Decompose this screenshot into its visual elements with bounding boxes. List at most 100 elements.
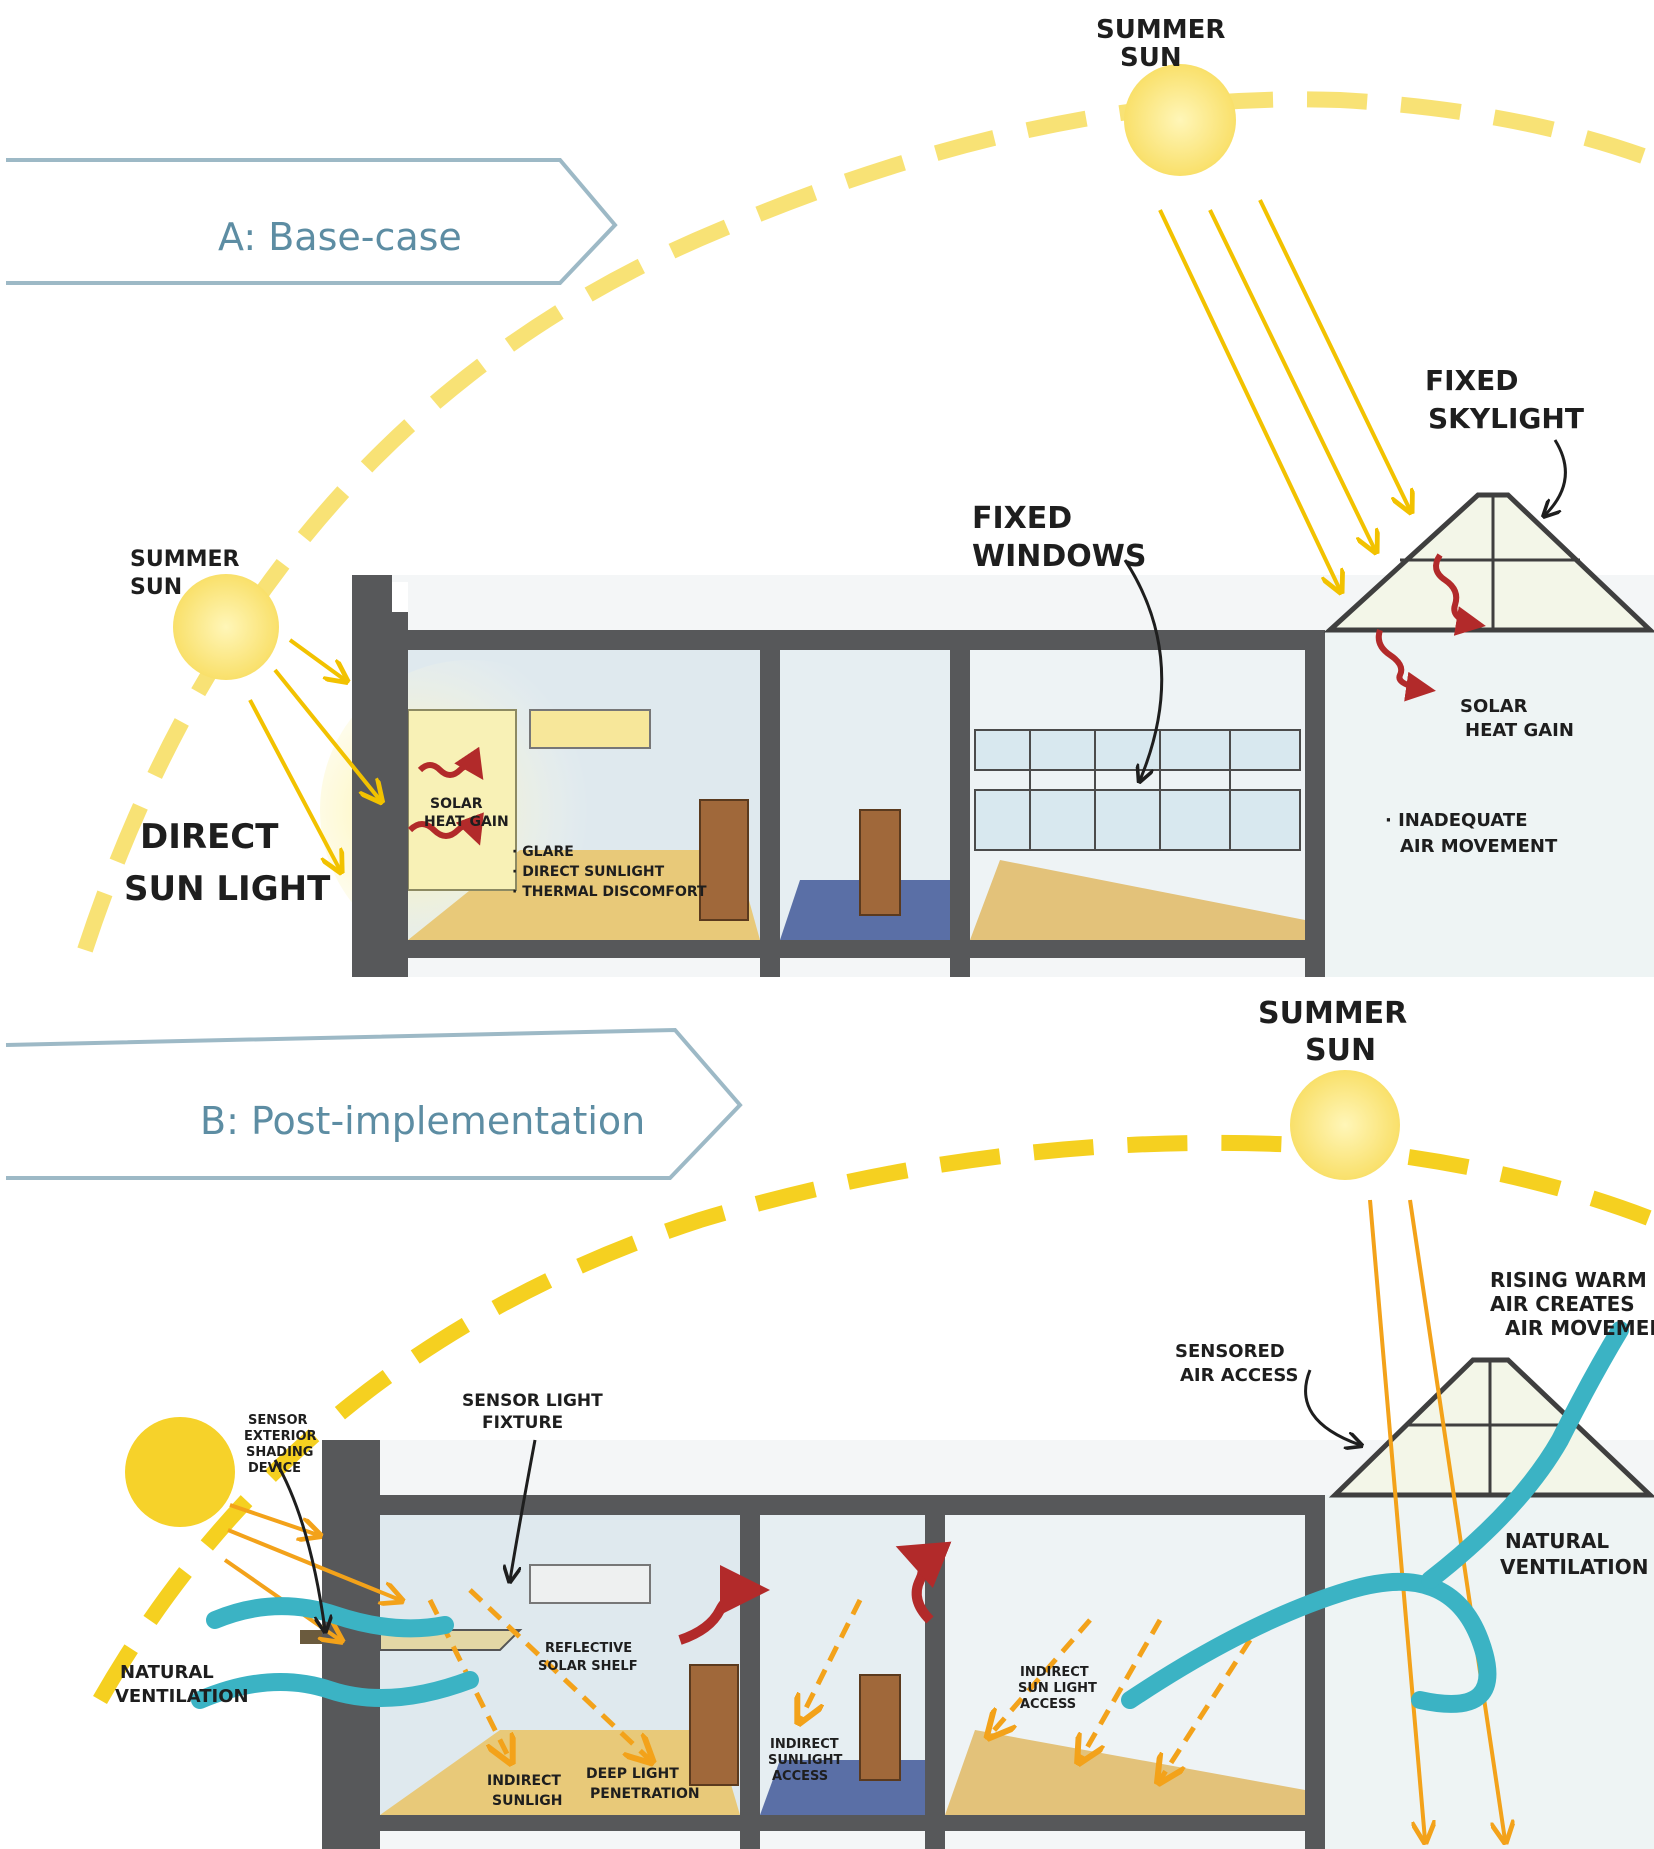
inadequate-air-line1: · INADEQUATE	[1385, 810, 1528, 831]
skylight-a	[1323, 492, 1654, 633]
sun-path-b	[93, 1134, 1654, 1704]
sensor-light-line2: FIXTURE	[482, 1413, 563, 1433]
summer-sun-left-a	[173, 574, 279, 680]
indirect-mid-line2: SUNLIGHT	[768, 1753, 842, 1768]
skylight-b	[1328, 1357, 1654, 1498]
solar-heat-room-line2: HEAT GAIN	[424, 814, 509, 830]
door-1-a	[699, 799, 749, 921]
svg-text:SUMMER SUN: SUMMER SUN	[1096, 15, 1234, 73]
title-b: B: Post-implementation	[200, 1099, 645, 1143]
fixed-skylight-line2: SKYLIGHT	[1428, 402, 1584, 435]
summer-sun-left-b	[125, 1417, 235, 1527]
sun-top-a-line1: SUMMER	[1096, 15, 1225, 45]
panel-a: A: Base-case	[6, 15, 1654, 977]
floor-3-a	[970, 860, 1305, 940]
svg-text:SOLAR HEAT GAIN: SOLAR HEAT GAIN	[1460, 696, 1574, 741]
vent-left-line1: NATURAL	[120, 1662, 214, 1683]
svg-text:INDIRECT SUNLIGHT: INDIRECT SUNLIGHT ACCESS	[768, 1737, 847, 1784]
svg-text:SENSORED AIR ACCESS: SENSORED AIR ACCESS	[1175, 1341, 1299, 1386]
sun-left-a-line1: SUMMER	[130, 547, 240, 572]
shading-line3: SHADING	[246, 1445, 313, 1460]
vent-right-line2: VENTILATION	[1500, 1555, 1648, 1579]
panel-b: B: Post-implementation	[5, 996, 1654, 1849]
labels-a: SUMMER SUN SUMMER SUN DIRECT SUN LIGHT F…	[124, 15, 1584, 909]
title-banner-a	[6, 158, 618, 285]
issue-direct-sunlight: · DIRECT SUNLIGHT	[512, 864, 665, 880]
rising-air-line1: RISING WARM	[1490, 1268, 1647, 1292]
shading-line2: EXTERIOR	[244, 1429, 317, 1444]
sensor-light-line1: SENSOR LIGHT	[462, 1391, 603, 1411]
pointer-arrows-b	[273, 1369, 1360, 1630]
sensored-air-line2: AIR ACCESS	[1180, 1365, 1299, 1386]
door-1-b	[689, 1664, 739, 1786]
sun-path-a	[77, 91, 1654, 953]
title-a: A: Base-case	[218, 215, 462, 259]
indirect-right-line1: INDIRECT	[1020, 1665, 1089, 1680]
shelf-line2: SOLAR SHELF	[538, 1659, 638, 1674]
shading-line1: SENSOR	[248, 1413, 308, 1428]
solar-heat-sky-line2: HEAT GAIN	[1465, 720, 1574, 741]
svg-text:SENSOR EXTERIOR: SENSOR EXTERIOR SHADING DEVICE	[244, 1413, 321, 1476]
building-section-a	[320, 492, 1654, 977]
svg-text:SUMMER SUN: SUMMER SUN	[130, 547, 247, 600]
heat-gain-arrows-a	[407, 553, 1486, 846]
direct-sunlight-line2: SUN LIGHT	[124, 869, 331, 909]
svg-text:FIXED WINDOWS: FIXED WINDOWS	[972, 501, 1146, 574]
summer-sun-top-a	[1124, 64, 1236, 176]
inadequate-air-line2: AIR MOVEMENT	[1400, 836, 1558, 857]
sun-top-b-line2: SUN	[1305, 1033, 1376, 1068]
svg-text:INDIRECT SUNLIGH: INDIRECT SUNLIGH	[487, 1773, 566, 1809]
svg-text:SUMMER SUN: SUMMER SUN	[1258, 996, 1418, 1068]
indirect-right-line3: ACCESS	[1020, 1697, 1076, 1712]
exterior-window-a	[407, 709, 517, 891]
svg-text:· INADEQUATE AIR MOVEM: · INADEQUATE AIR MOVEMENT	[1385, 810, 1558, 857]
indirect-1-line2: SUNLIGH	[492, 1793, 563, 1809]
solar-heat-sky-line1: SOLAR	[1460, 696, 1528, 717]
svg-text:DIRECT SUN LIGHT: DIRECT SUN LIGHT	[124, 817, 331, 909]
sun-top-a-line2: SUN	[1120, 43, 1182, 73]
vent-right-line1: NATURAL	[1505, 1529, 1609, 1553]
ventilation-ribbons	[191, 1321, 1629, 1713]
warm-air-arrows-b	[678, 1541, 952, 1645]
floor-3-b	[945, 1730, 1305, 1815]
ceiling-light-a	[529, 709, 651, 749]
fixed-skylight-line1: FIXED	[1425, 364, 1519, 397]
direct-sunlight-line1: DIRECT	[140, 817, 279, 857]
svg-text:FIXED SKYLIGHT: FIXED SKYLIGHT	[1425, 364, 1584, 435]
svg-text:· GLARE · DIRECT SUNLI: · GLARE · DIRECT SUNLIGHT · THERMAL DISC…	[512, 844, 707, 900]
svg-text:RISING WARM AIR CREATE: RISING WARM AIR CREATES AIR MOVEMENT	[1490, 1268, 1654, 1340]
shelf-line1: REFLECTIVE	[545, 1641, 632, 1656]
labels-b: SUMMER SUN SENSOR EXTERIOR SHADING DEVIC…	[115, 996, 1654, 1809]
svg-text:DEEP LIGHT PENETRATION: DEEP LIGHT PENETRATION	[586, 1766, 700, 1802]
sun-rays-top-a	[1158, 199, 1410, 590]
shading-line4: DEVICE	[248, 1461, 301, 1476]
door-2-a	[859, 809, 901, 916]
solar-heat-room-line1: SOLAR	[430, 796, 483, 812]
vent-left-line2: VENTILATION	[115, 1686, 249, 1707]
indirect-mid-line1: INDIRECT	[770, 1737, 839, 1752]
fixed-windows-line1: FIXED	[972, 501, 1072, 536]
svg-text:NATURAL VENTILATION: NATURAL VENTILATION	[1500, 1529, 1648, 1579]
svg-text:SOLAR HEAT GAIN: SOLAR HEAT GAIN	[424, 796, 509, 830]
issue-thermal-discomfort: · THERMAL DISCOMFORT	[512, 884, 707, 900]
rising-air-line3: AIR MOVEMENT	[1505, 1316, 1654, 1340]
indirect-1-line1: INDIRECT	[487, 1773, 561, 1789]
ceiling-light-b	[529, 1564, 651, 1604]
structure-a	[352, 575, 1352, 977]
issue-glare: · GLARE	[512, 844, 574, 860]
door-2-b	[859, 1674, 901, 1781]
fixed-windows-line2: WINDOWS	[972, 539, 1146, 574]
svg-text:SENSOR LIGHT FIXTURE: SENSOR LIGHT FIXTURE	[462, 1391, 609, 1433]
sun-rays-left-a	[248, 638, 380, 870]
sun-left-a-line2: SUN	[130, 575, 182, 600]
clerestory-windows-a	[974, 729, 1301, 851]
indirect-mid-line3: ACCESS	[772, 1769, 828, 1784]
deep-light-line1: DEEP LIGHT	[586, 1766, 679, 1782]
svg-text:INDIRECT SUN LIGHT: INDIRECT SUN LIGHT ACCESS	[1018, 1665, 1101, 1712]
summer-sun-top-b	[1290, 1070, 1400, 1180]
title-banner-b	[5, 1027, 743, 1180]
svg-text:REFLECTIVE SOLAR SHELF: REFLECTIVE SOLAR SHELF	[538, 1641, 638, 1674]
atrium-a	[1325, 630, 1654, 977]
svg-text:NATURAL VENTILATION: NATURAL VENTILATION	[115, 1662, 249, 1707]
